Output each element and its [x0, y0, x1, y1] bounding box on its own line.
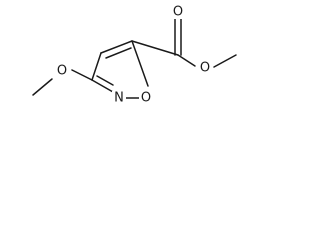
bond-c3-methoxy-o [71, 69, 93, 81]
bond-ester-o-ch3 [213, 54, 237, 68]
chemical-structure-diagram: O O O N O [32, 5, 237, 106]
bond-c4-c3 [91, 52, 102, 81]
ester-oxygen-label: O [200, 61, 210, 76]
bond-c4-c5 [100, 40, 133, 54]
bond-c5-carbonyl-c [131, 40, 179, 56]
bond-carbonyl-c-ester-o [177, 54, 196, 67]
methoxy-oxygen-label: O [57, 64, 67, 79]
ring-nitrogen-label: N [114, 91, 124, 106]
bond-n-c3-inner [96, 75, 114, 86]
ring-oxygen-label: O [141, 91, 151, 106]
bond-c4-c5-inner [105, 47, 132, 59]
bond-n-c3 [91, 79, 114, 93]
bond-c5-ring-o [131, 40, 149, 87]
carbonyl-oxygen-label: O [173, 5, 183, 20]
bond-methoxy-o-ch3 [32, 78, 53, 96]
